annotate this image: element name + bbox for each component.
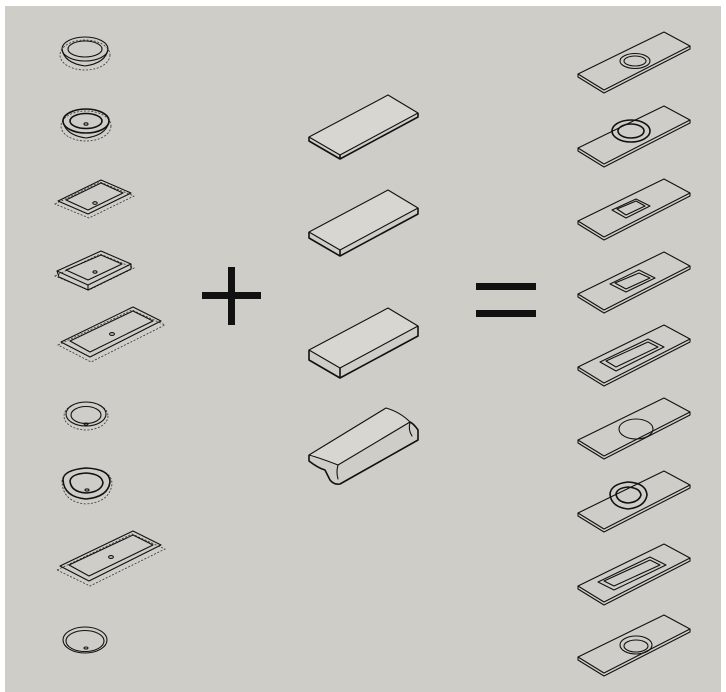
countertop-with-round-vessel-icon	[578, 106, 690, 167]
basins-column	[55, 37, 165, 653]
rectangular-deep-basin-icon	[55, 251, 134, 290]
countertop-with-extra-long-basin-icon	[578, 544, 690, 605]
countertop-with-round-undermount-icon	[578, 398, 690, 459]
thick-slab-countertop-icon	[309, 308, 418, 378]
square-rounded-basin-icon	[62, 468, 112, 504]
equals-operator	[476, 283, 536, 317]
countertop-with-long-basin-icon	[578, 325, 690, 386]
plus-operator	[202, 267, 261, 325]
countertop-with-rectangular-deep-basin-icon	[578, 252, 690, 313]
rectangular-basin-icon	[55, 180, 134, 218]
medium-slab-countertop-icon	[309, 190, 418, 256]
countertops-column	[309, 95, 418, 484]
countertop-with-oval-basin-icon	[578, 615, 690, 676]
results-column	[578, 32, 690, 676]
curved-edge-countertop-icon	[309, 408, 418, 484]
thin-slab-countertop-icon	[309, 95, 418, 159]
extra-long-rectangular-basin-icon	[57, 531, 165, 586]
countertop-with-rectangular-basin-icon	[578, 179, 690, 240]
round-vessel-basin-icon	[60, 37, 110, 70]
round-undermount-basin-icon	[64, 402, 108, 430]
long-rectangular-basin-icon	[58, 307, 165, 362]
countertop-with-round-basin-icon	[578, 32, 690, 93]
round-deep-basin-icon	[61, 109, 111, 141]
oval-basin-icon	[63, 627, 107, 653]
countertop-with-square-basin-icon	[578, 471, 690, 532]
